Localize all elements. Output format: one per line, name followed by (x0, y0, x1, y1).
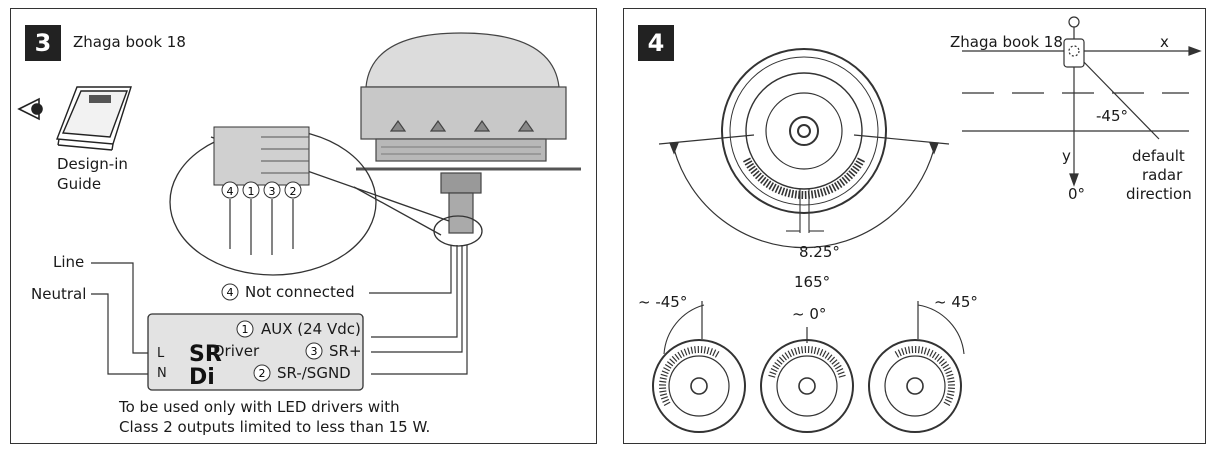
signal-wires (369, 245, 468, 375)
led-driver-box (147, 313, 364, 391)
installation-step-3-panel: 3 Zhaga book 18 (10, 8, 597, 444)
coverage-angle-label: 165° (794, 273, 831, 291)
connector-pin-label: 2 (290, 185, 297, 198)
standard-label: Zhaga book 18 (73, 33, 186, 51)
axis-diagram (962, 16, 1202, 187)
rotation-minus-45-label: ~ -45° (638, 293, 688, 311)
aux-label: AUX (24 Vdc) (261, 320, 361, 338)
terminal-n-label: N (157, 366, 167, 381)
sensor-view-plus-45 (868, 301, 965, 433)
coverage-arc (658, 134, 950, 249)
svg-text:Di: Di (189, 365, 215, 390)
installation-step-4-panel: 4 (623, 8, 1206, 444)
rotation-plus-45-label: ~ 45° (934, 293, 978, 311)
radar-direction-label: default (1132, 147, 1185, 165)
x-axis-label: x (1160, 33, 1169, 51)
sr-minus-sgnd-label: SR-/SGND (277, 364, 351, 382)
eye-icon (17, 97, 43, 121)
sensor-module-illustration (356, 32, 581, 234)
sensor-top-view-large (721, 48, 887, 214)
terminal-l-label: L (157, 346, 165, 361)
radar-direction-label: radar (1142, 166, 1183, 184)
line-wire-label: Line (53, 253, 85, 271)
slot-angle-label: 8.25° (799, 243, 840, 261)
slot-angle-marker (786, 189, 824, 233)
di-logo-icon: Di (189, 365, 215, 390)
sr-logo-icon: SR (189, 342, 222, 367)
step-number-badge: 3 (25, 25, 61, 61)
minus-45-angle-label: -45° (1096, 107, 1128, 125)
mains-wires (91, 262, 157, 375)
usage-note-line: Class 2 outputs limited to less than 15 … (119, 418, 431, 436)
rotation-0-label: ~ 0° (792, 305, 827, 323)
usage-note-line: To be used only with LED drivers with (119, 398, 400, 416)
callout-marker: 2 (259, 367, 266, 380)
sensor-view-0 (760, 327, 854, 433)
neutral-wire-label: Neutral (31, 285, 87, 303)
design-in-guide-book-icon (56, 86, 132, 151)
callout-marker: 1 (242, 323, 249, 336)
y-axis-label: y (1062, 147, 1071, 165)
design-in-guide-label: Guide (57, 175, 102, 193)
driver-label: Driver (213, 342, 260, 360)
svg-text:SR: SR (189, 342, 222, 367)
callout-marker: 4 (227, 286, 234, 299)
connector-pin-label: 1 (248, 185, 255, 198)
zero-angle-label: 0° (1068, 185, 1086, 203)
sensor-view-minus-45 (652, 301, 746, 433)
connector-pin-label: 3 (269, 185, 276, 198)
design-in-guide-label: Design-in (57, 155, 128, 173)
connector-block (213, 126, 310, 186)
step-number-badge: 4 (638, 25, 674, 61)
wiring-diagram: 4 1 3 2 SR Di 4 1 3 (17, 32, 581, 391)
orientation-diagram (652, 16, 1202, 433)
callout-marker: 3 (311, 345, 318, 358)
radar-direction-label: direction (1126, 185, 1192, 203)
standard-label: Zhaga book 18 (950, 33, 1063, 51)
sr-plus-label: SR+ (329, 342, 362, 360)
not-connected-label: Not connected (245, 283, 355, 301)
connector-pin-label: 4 (227, 185, 234, 198)
